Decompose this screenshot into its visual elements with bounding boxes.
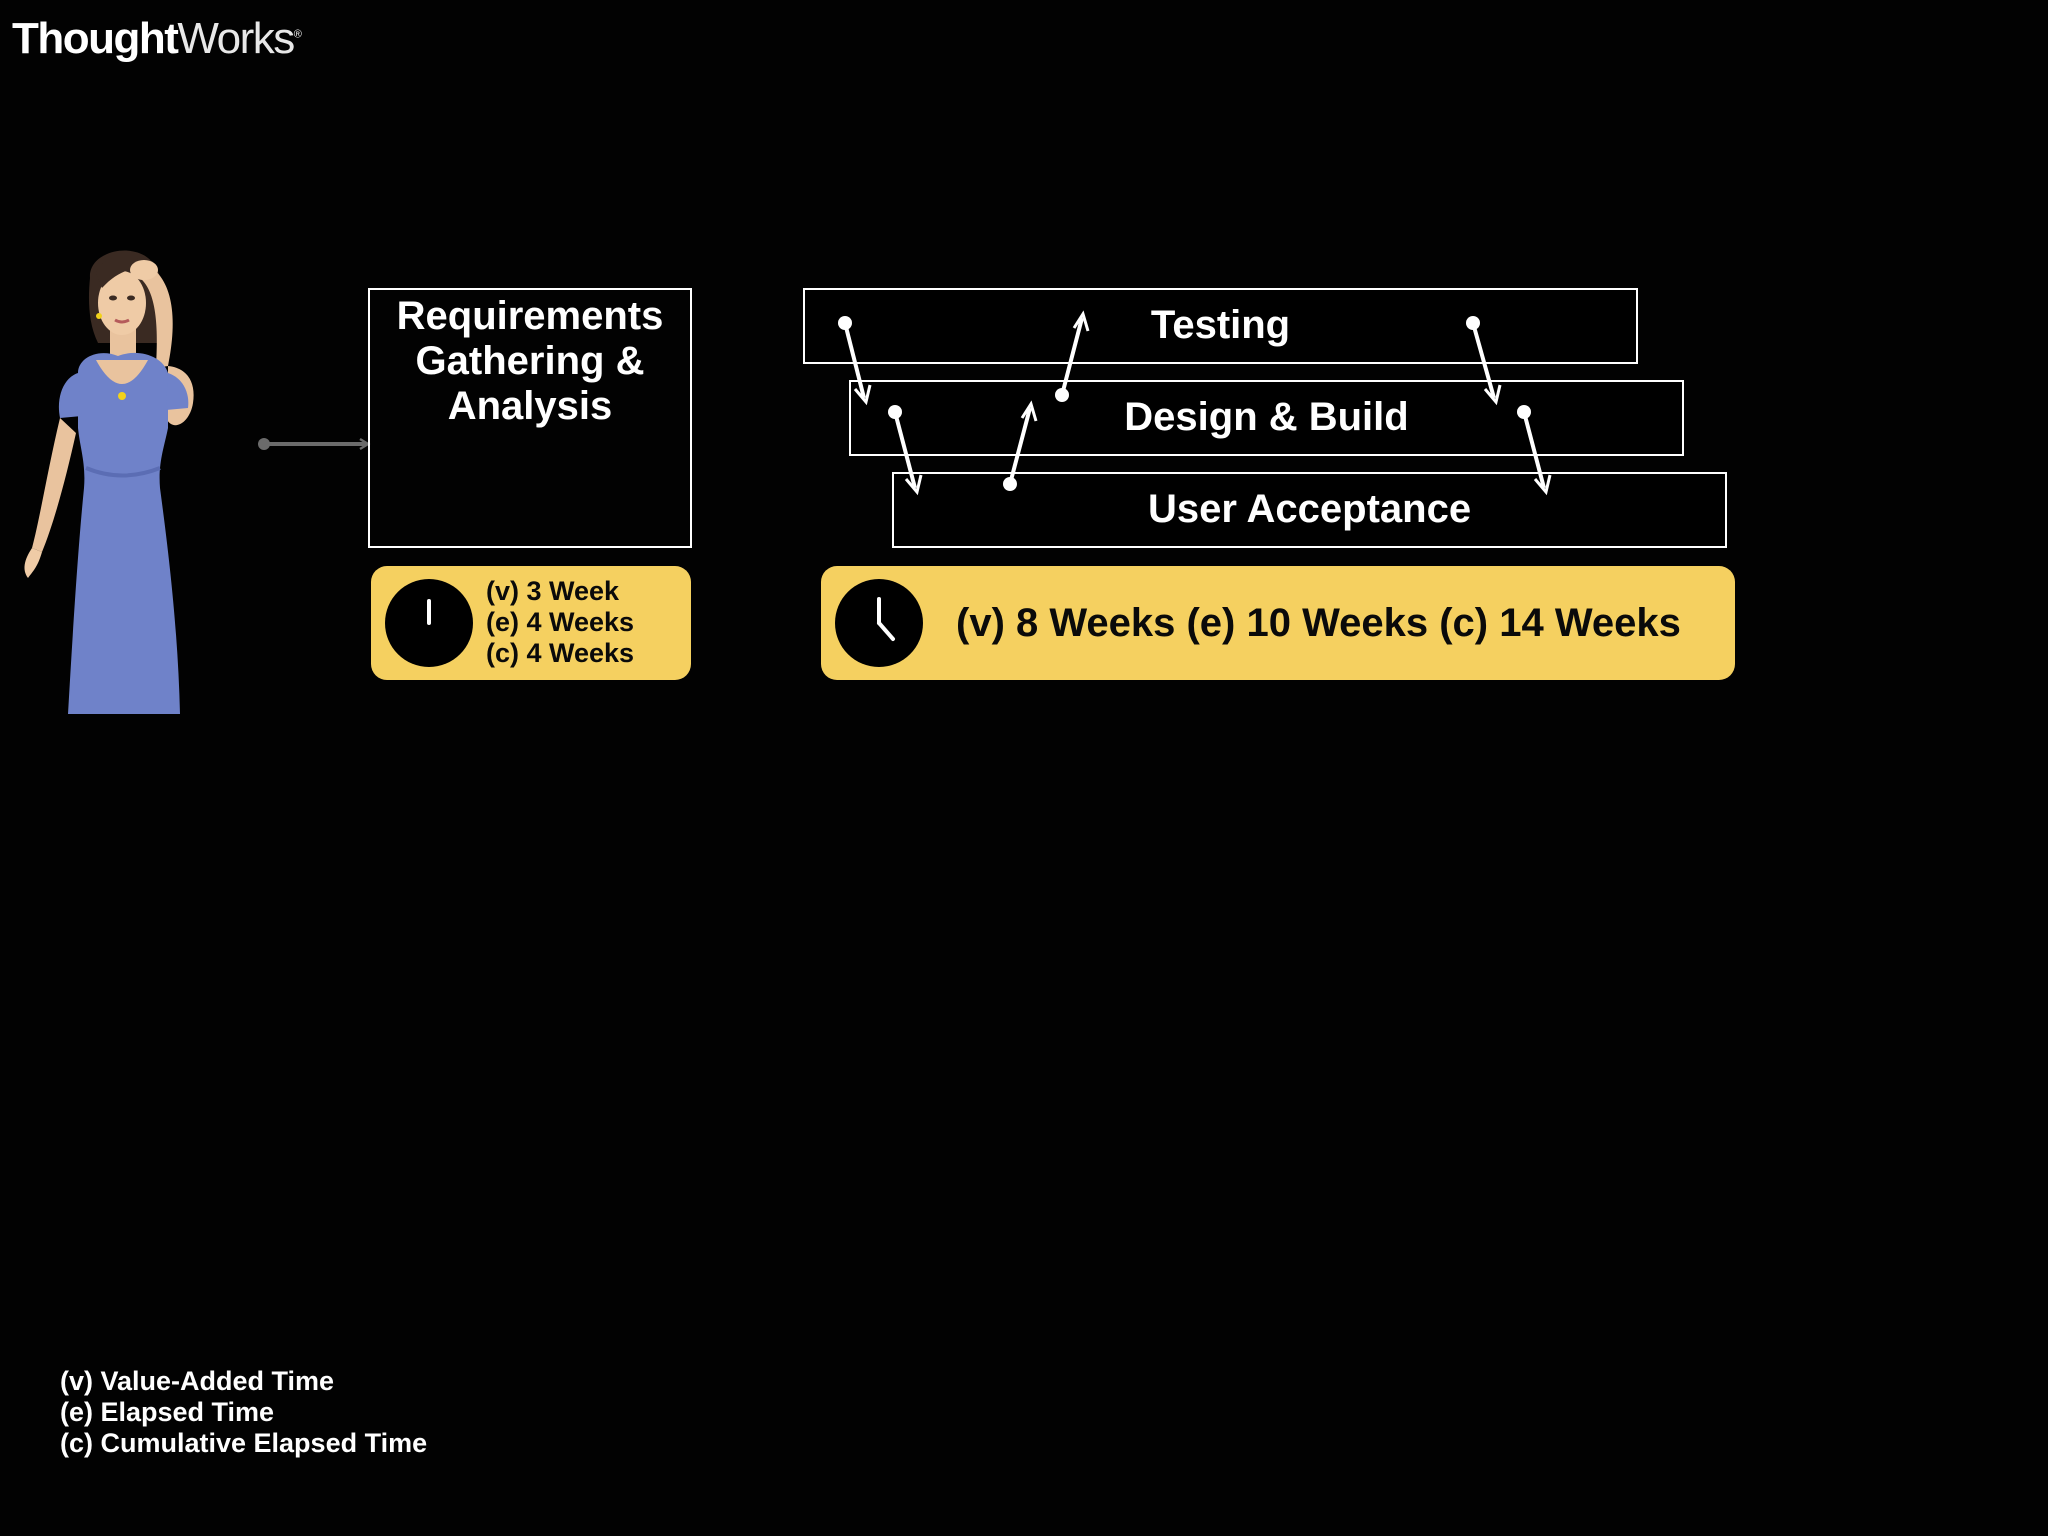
stages-time-values: (v) 8 Weeks (e) 10 Weeks (c) 14 Weeks — [956, 601, 1681, 645]
requirements-value-added: (v) 3 Week — [486, 576, 620, 606]
logo-registered-mark: ® — [293, 28, 302, 41]
stressed-woman-icon — [18, 248, 248, 714]
time-legend: (v) Value-Added Time (e) Elapsed Time (c… — [60, 1366, 427, 1459]
clock-icon — [385, 579, 473, 667]
requirements-title-line-2: Gathering & — [415, 339, 645, 383]
thoughtworks-logo: ThoughtWorks® — [12, 14, 302, 64]
requirements-elapsed: (e) 4 Weeks — [486, 607, 635, 637]
user-acceptance-stage-box: User Acceptance — [892, 472, 1727, 548]
requirements-time-values: (v) 3 Week (e) 4 Weeks (c) 4 Weeks — [486, 576, 634, 669]
logo-bold-text: Thought — [12, 14, 179, 63]
person-to-requirements-arrow — [258, 437, 371, 451]
legend-cumulative: (c) Cumulative Elapsed Time — [60, 1428, 428, 1458]
requirements-cumulative: (c) 4 Weeks — [486, 638, 635, 668]
legend-value-added: (v) Value-Added Time — [60, 1366, 335, 1396]
requirements-title-line-3: Analysis — [447, 384, 613, 428]
logo-light-text: Works — [177, 14, 295, 63]
design-build-stage-box: Design & Build — [849, 380, 1684, 456]
testing-stage-box: Testing — [803, 288, 1638, 364]
requirements-box: Requirements Gathering & Analysis — [368, 288, 692, 548]
requirements-time-box: (v) 3 Week (e) 4 Weeks (c) 4 Weeks — [371, 566, 691, 680]
requirements-title-line-1: Requirements — [396, 294, 664, 338]
stages-time-box: (v) 8 Weeks (e) 10 Weeks (c) 14 Weeks — [821, 566, 1735, 680]
legend-elapsed: (e) Elapsed Time — [60, 1397, 275, 1427]
clock-icon — [835, 579, 923, 667]
